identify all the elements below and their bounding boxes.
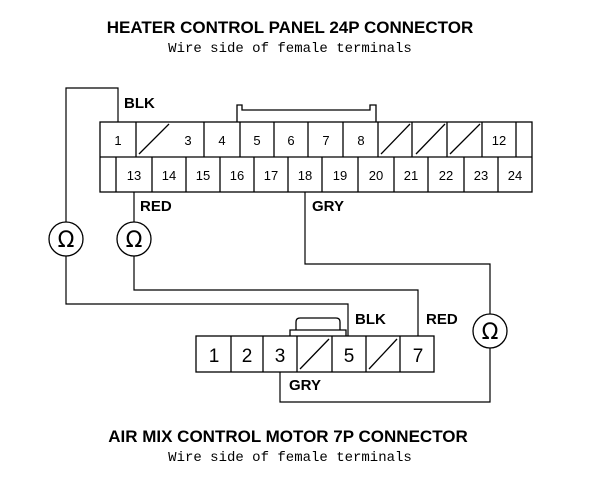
- pin-16: 16: [230, 168, 244, 183]
- pin-8: 8: [357, 133, 364, 148]
- motor-connector-title: AIR MIX CONTROL MOTOR 7P CONNECTOR: [108, 427, 468, 446]
- motor-empty-cavity-6: [368, 338, 398, 370]
- motor-pin-1: 1: [209, 346, 220, 367]
- pin-19: 19: [333, 168, 347, 183]
- pin-6: 6: [287, 133, 294, 148]
- pin-24: 24: [508, 168, 522, 183]
- pin-13: 13: [127, 168, 141, 183]
- empty-cavity-10: [415, 123, 446, 155]
- label-red-top: RED: [140, 198, 172, 215]
- motor-connector-subtitle: Wire side of female terminals: [168, 450, 412, 466]
- pin-18: 18: [298, 168, 312, 183]
- ohm-symbol-icon: Ω: [482, 320, 499, 345]
- pin-22: 22: [439, 168, 453, 183]
- pin-7: 7: [322, 133, 329, 148]
- pin-17: 17: [264, 168, 278, 183]
- wire-gry: Ω GRY GRY: [279, 192, 508, 403]
- wire-blk: Ω BLK BLK: [48, 87, 386, 336]
- label-red-bottom: RED: [426, 311, 458, 328]
- pin-4: 4: [218, 133, 225, 148]
- motor-pin-5: 5: [344, 346, 355, 367]
- heater-connector: 1 3 4 5 6 7 8 12 13 14 15 16 17 18 19 20…: [99, 121, 533, 193]
- pin-20: 20: [369, 168, 383, 183]
- heater-connector-lock-tab: [236, 104, 377, 122]
- motor-pin-7: 7: [413, 346, 424, 367]
- ohm-symbol-icon: Ω: [126, 228, 143, 253]
- motor-pin-3: 3: [275, 346, 286, 367]
- label-blk-bottom: BLK: [355, 311, 386, 328]
- empty-cavity-9: [380, 123, 411, 155]
- pin-3: 3: [184, 133, 191, 148]
- wire-red: Ω RED RED: [116, 192, 458, 336]
- label-gry-top: GRY: [312, 198, 344, 215]
- pin-5: 5: [253, 133, 260, 148]
- ohmmeter-left: [48, 221, 84, 257]
- empty-cavity-11: [449, 123, 481, 155]
- label-gry-bottom: GRY: [289, 377, 321, 394]
- motor-pin-2: 2: [242, 346, 253, 367]
- ohmmeter-right: [472, 313, 508, 349]
- motor-connector-lock-tab: [295, 317, 341, 330]
- motor-connector: 1 2 3 5 7: [195, 335, 435, 373]
- motor-empty-cavity-4: [299, 338, 330, 370]
- pin-21: 21: [404, 168, 418, 183]
- heater-connector-subtitle: Wire side of female terminals: [168, 41, 412, 57]
- pin-15: 15: [196, 168, 210, 183]
- ohm-symbol-icon: Ω: [58, 228, 75, 253]
- pin-1: 1: [114, 133, 121, 148]
- pin-12: 12: [492, 133, 506, 148]
- ohmmeter-middle: [116, 221, 152, 257]
- empty-cavity-2: [138, 123, 170, 155]
- pin-14: 14: [162, 168, 176, 183]
- pin-23: 23: [474, 168, 488, 183]
- heater-connector-title: HEATER CONTROL PANEL 24P CONNECTOR: [107, 18, 474, 37]
- label-blk-top: BLK: [124, 95, 155, 112]
